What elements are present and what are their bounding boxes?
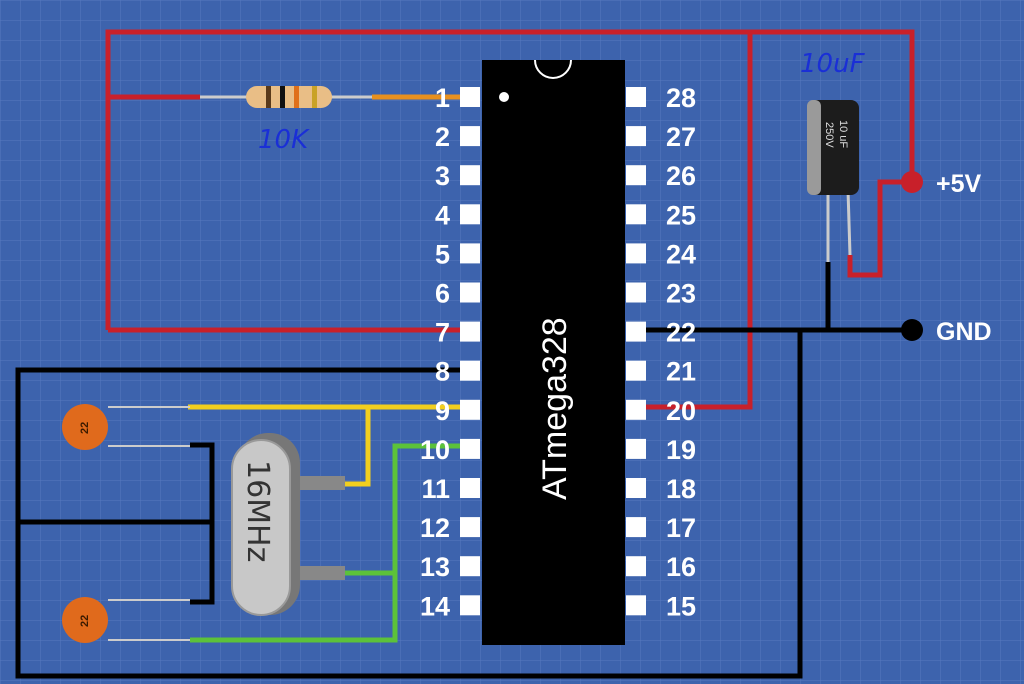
gnd-terminal bbox=[901, 319, 923, 341]
crystal-label: 16MHz bbox=[240, 460, 275, 562]
chip-pin-left bbox=[460, 165, 480, 186]
capacitor-label: 10uF bbox=[800, 49, 866, 79]
pin-number: 7 bbox=[435, 318, 450, 348]
chip-name: ATmega328 bbox=[536, 317, 574, 500]
chip-pin-left bbox=[460, 282, 480, 303]
chip-pin-left bbox=[460, 126, 480, 147]
xtal1-wire bbox=[188, 404, 462, 487]
chip-pin-right bbox=[626, 556, 646, 577]
chip-pin-right bbox=[626, 517, 646, 538]
chip-pin-left bbox=[460, 399, 480, 420]
chip-pin-left bbox=[460, 360, 480, 381]
chip-pin-left bbox=[460, 595, 480, 616]
chip-pin-right bbox=[626, 282, 646, 303]
cap2-label: 22 bbox=[79, 615, 91, 627]
chip-pin-right bbox=[626, 438, 646, 459]
chip-pin-left bbox=[460, 556, 480, 577]
pin-number: 21 bbox=[666, 357, 696, 387]
electrolytic-capacitor: 10 uF 250V bbox=[807, 100, 859, 262]
pin-number: 16 bbox=[666, 552, 696, 582]
resistor-label: 10K bbox=[258, 125, 310, 155]
pin-number: 13 bbox=[420, 552, 450, 582]
chip-pin-right bbox=[626, 321, 646, 342]
pin-number: 19 bbox=[666, 435, 696, 465]
chip-pin-right bbox=[626, 360, 646, 381]
chip-pin-right bbox=[626, 399, 646, 420]
resistor-10k bbox=[200, 86, 462, 108]
pin-number: 2 bbox=[435, 122, 450, 152]
chip-pin-left bbox=[460, 517, 480, 538]
chip-pin-left bbox=[460, 87, 480, 107]
chip-pin-right bbox=[626, 204, 646, 225]
pin-number: 4 bbox=[435, 200, 450, 230]
ceramic-capacitor-1: 22 bbox=[62, 404, 190, 450]
cap1-label: 22 bbox=[79, 422, 91, 434]
pin-number: 1 bbox=[435, 83, 450, 113]
xtal2-wire bbox=[190, 443, 462, 643]
chip-pin-left bbox=[460, 478, 480, 498]
cap-body-voltage: 250V bbox=[823, 122, 835, 148]
pin-number: 17 bbox=[666, 513, 696, 543]
pin-number: 3 bbox=[435, 161, 450, 191]
pin-number: 23 bbox=[666, 279, 696, 309]
vcc-label: +5V bbox=[936, 170, 982, 198]
gnd-wires bbox=[15, 262, 912, 679]
chip-pin-right bbox=[626, 165, 646, 186]
crystal-oscillator: 16MHz bbox=[231, 433, 345, 616]
gnd-label: GND bbox=[936, 318, 992, 346]
pin-number: 14 bbox=[420, 591, 450, 621]
vcc-terminal bbox=[901, 171, 923, 193]
pin-number: 28 bbox=[666, 83, 696, 113]
chip-pin-left bbox=[460, 243, 480, 264]
chip-pin-right bbox=[626, 243, 646, 264]
pin-number: 25 bbox=[666, 200, 696, 230]
pin-number: 8 bbox=[435, 357, 450, 387]
pin-number: 18 bbox=[666, 474, 696, 504]
chip-pin-right bbox=[626, 126, 646, 147]
cap-body-value: 10 uF bbox=[837, 120, 849, 148]
pin-number: 26 bbox=[666, 161, 696, 191]
chip-pin-right bbox=[626, 478, 646, 498]
chip-pin-left bbox=[460, 321, 480, 342]
chip-pin-left bbox=[460, 204, 480, 225]
pin-number: 5 bbox=[435, 239, 450, 269]
chip-pin-right bbox=[626, 595, 646, 616]
vcc-wires bbox=[105, 29, 915, 410]
pin-number: 15 bbox=[666, 591, 696, 621]
pin-number: 11 bbox=[421, 474, 450, 504]
pin-number: 12 bbox=[420, 513, 450, 543]
pin-number: 6 bbox=[435, 279, 450, 309]
ceramic-capacitor-2: 22 bbox=[62, 597, 190, 643]
pin-number: 24 bbox=[666, 239, 696, 269]
pin-number: 27 bbox=[666, 122, 696, 152]
pin-number: 20 bbox=[666, 396, 696, 426]
pin-number: 9 bbox=[435, 396, 450, 426]
chip-pin-left bbox=[460, 438, 480, 459]
pin-number: 10 bbox=[420, 435, 450, 465]
atmega328-chip: ATmega328 bbox=[482, 59, 625, 645]
chip-pin-right bbox=[626, 87, 646, 107]
pin-number: 22 bbox=[666, 318, 696, 348]
